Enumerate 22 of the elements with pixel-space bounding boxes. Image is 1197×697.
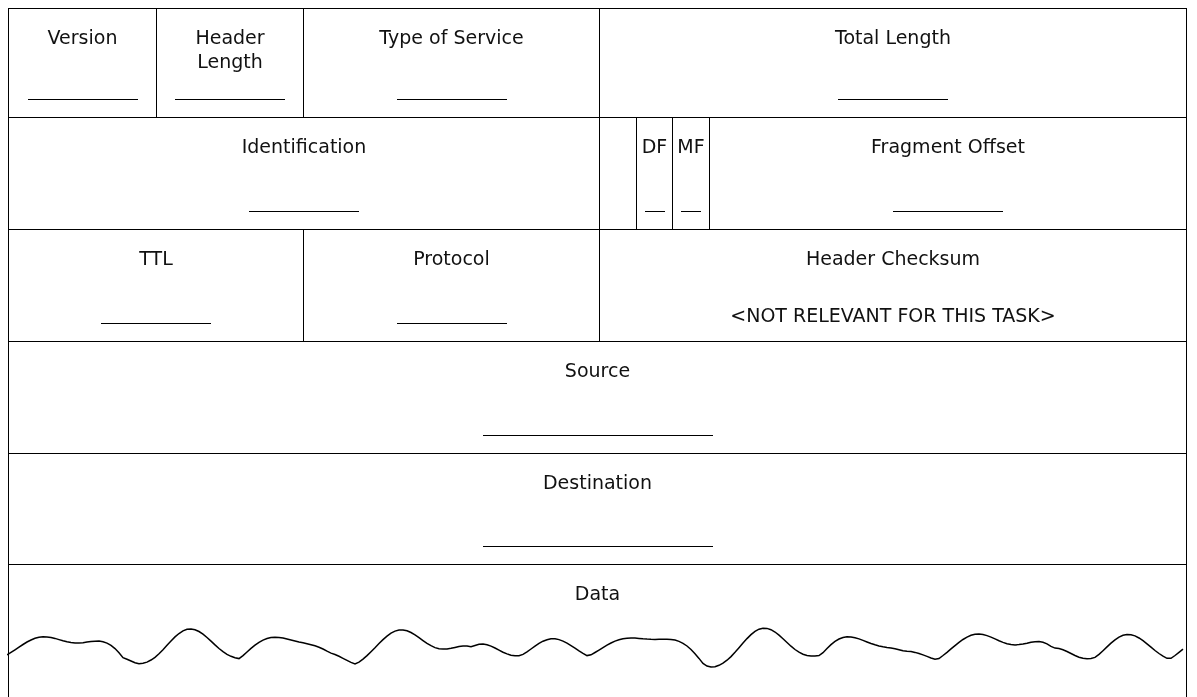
field-name: Data [573,581,622,605]
header-field-box [599,229,1187,342]
field-name: Version [46,25,119,49]
header-field-box [8,117,600,230]
header-field-box [8,341,1187,454]
field-name: DF [640,134,669,158]
data-field-box [8,564,1187,697]
field-note: <NOT RELEVANT FOR THIS TASK> [729,303,1057,327]
field-name: Type of Service [378,25,525,49]
header-field-box [599,8,1187,118]
field-name: Fragment Offset [870,134,1026,158]
field-name: Header Length [194,25,266,73]
field-name: MF [676,134,706,158]
field-name: Protocol [412,246,491,270]
header-field-box [8,453,1187,565]
field-name: Source [563,358,632,382]
header-field-box [8,8,157,118]
field-name: Header Checksum [804,246,982,270]
field-name: Total Length [834,25,952,49]
field-name: Destination [542,470,653,494]
field-name: TTL [138,246,174,270]
field-name: Identification [240,134,368,158]
